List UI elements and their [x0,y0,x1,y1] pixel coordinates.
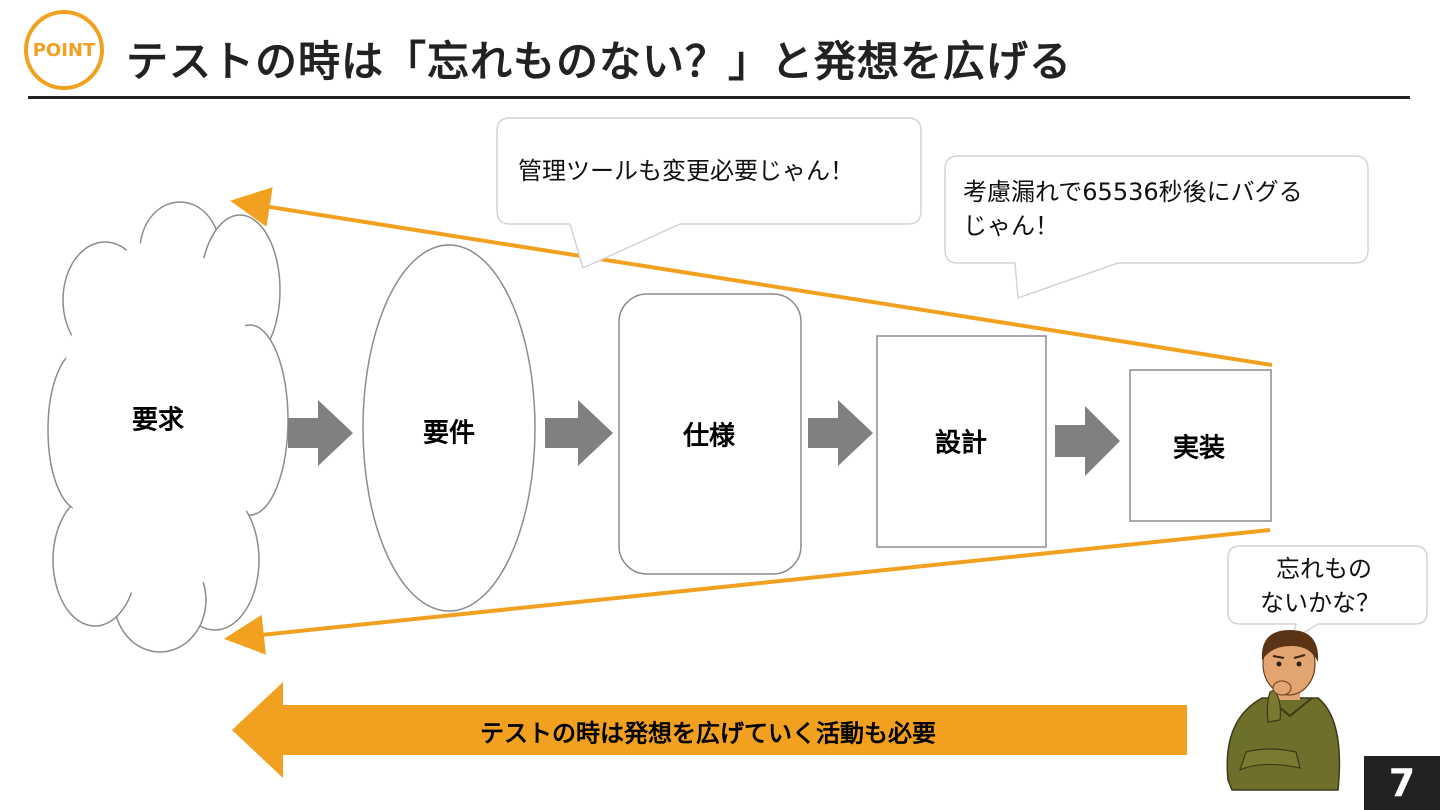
stage-label-specification: 仕様 [682,421,736,452]
thinking-man-illustration [1226,630,1341,791]
flow-arrow-1 [288,400,353,466]
design-box [876,335,1047,548]
stage-label-requirement-spec: 要件 [422,418,476,449]
specification-ellipse [362,244,536,612]
speech-bubble-tool [496,117,922,270]
bubble-bug-text-line1: 考慮漏れで65536秒後にバグる [963,178,1303,206]
spec-rounded-box [618,293,802,575]
stage-label-implementation: 実装 [1172,433,1226,464]
stage-label-requirement: 要求 [131,405,185,436]
speech-bubble-bug [944,155,1369,300]
header: POINT テストの時は「忘れものない？」と発想を広げる [0,0,1440,100]
page-title: テストの時は「忘れものない？」と発想を広げる [126,37,1073,86]
requirement-cloud [47,201,289,653]
title-divider [28,96,1410,99]
flow-arrow-4 [1055,406,1120,476]
stage-label-design: 設計 [934,428,988,459]
flow-arrow-3 [808,400,873,466]
bottom-orange-arrow [232,682,1187,778]
flow-arrow-2 [545,400,613,466]
speech-bubble-thinker [1227,545,1428,642]
point-badge: POINT [24,10,104,90]
expand-line-top [230,187,1273,367]
bubble-tool-text: 管理ツールも変更必要じゃん！ [518,157,854,185]
bubble-bug-text-line2: じゃん！ [963,212,1059,240]
expand-line-bottom [224,528,1271,655]
implementation-box [1129,369,1272,522]
bubble-thinker-text-line1: 忘れもの [1276,555,1372,583]
bubble-thinker-text-line2: ないかな？ [1260,589,1380,617]
flow-arrows [288,400,1120,476]
bottom-arrow-text: テストの時は発想を広げていく活動も必要 [480,719,936,748]
page-number: 7 [1364,756,1440,810]
